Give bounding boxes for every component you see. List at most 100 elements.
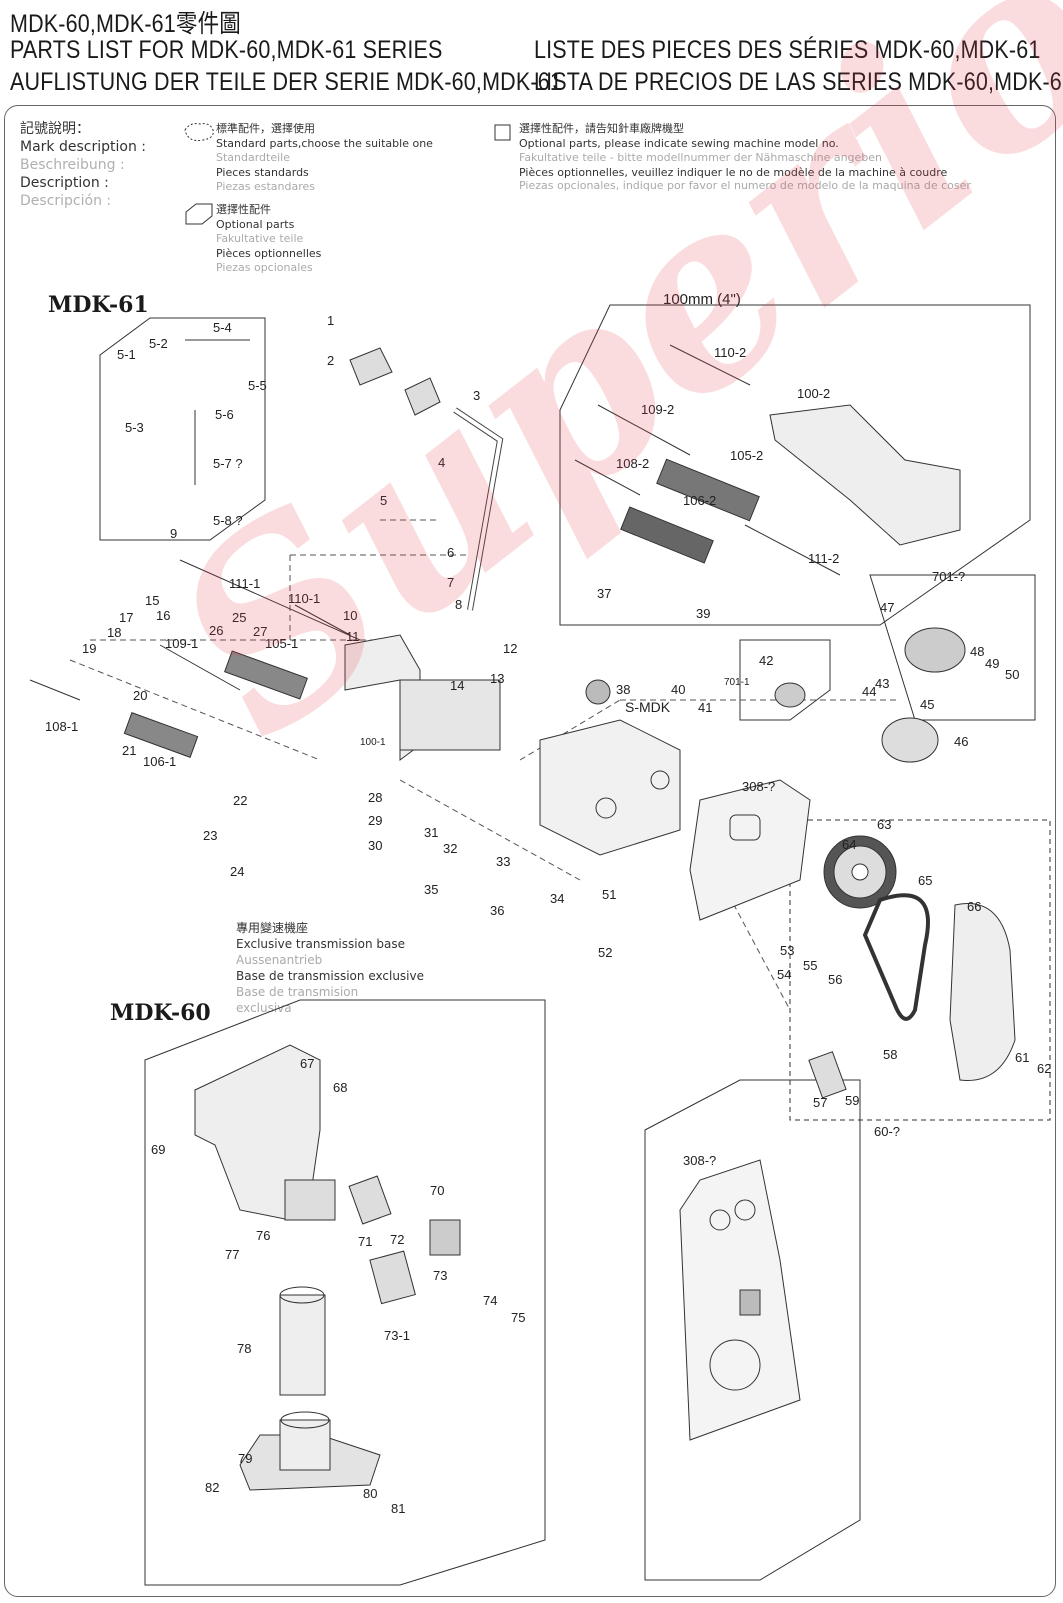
title-line-2-left: PARTS LIST FOR MDK-60,MDK-61 SERIES <box>10 36 443 64</box>
legend-optional-model-de: Fakultative teile - bitte modellnummer d… <box>519 151 883 164</box>
part-label-30: 30 <box>368 838 382 853</box>
legend-optional-es: Piezas opcionales <box>216 261 313 274</box>
part-label-32: 32 <box>443 841 457 856</box>
transmission-base-zh: 專用變速機座 <box>236 921 309 935</box>
part-label-57: 57 <box>813 1095 827 1110</box>
part-label-78: 78 <box>237 1341 251 1356</box>
part-label-20: 20 <box>133 688 147 703</box>
part-label-111-1: 111-1 <box>229 576 260 591</box>
legend-optional-en: Optional parts <box>216 217 295 231</box>
part-label-14: 14 <box>450 678 464 693</box>
part-label-77: 77 <box>225 1247 239 1262</box>
part-label-28: 28 <box>368 790 382 805</box>
mark-description: 記號說明： Mark description : Beschreibung : … <box>20 120 146 210</box>
legend-optional-symbol <box>185 203 213 225</box>
part-label-5-1: 5-1 <box>117 347 136 362</box>
diagram-frame <box>4 105 1056 1597</box>
inset-mdk-60-frame <box>144 999 546 1586</box>
part-label-2: 2 <box>327 353 334 368</box>
part-label-8: 8 <box>455 597 462 612</box>
legend-standard: 標準配件，選擇使用 Standard parts,choose the suit… <box>216 122 433 195</box>
part-label-41: 41 <box>698 700 712 715</box>
part-label-74: 74 <box>483 1293 497 1308</box>
part-label-10: 10 <box>343 608 357 623</box>
part-label-100-2: 100-2 <box>797 386 830 401</box>
part-label-48: 48 <box>970 644 984 659</box>
legend-optional-fr: Pièces optionnelles <box>216 246 322 260</box>
transmission-base-es-1: Base de transmision <box>236 985 359 999</box>
part-label-37: 37 <box>597 586 611 601</box>
part-label-33: 33 <box>496 854 510 869</box>
part-label-52: 52 <box>598 945 612 960</box>
part-label-51: 51 <box>602 887 616 902</box>
part-label-35: 35 <box>424 882 438 897</box>
inset-100-2-frame <box>559 304 1031 626</box>
smdk-label: S-MDK <box>625 699 671 715</box>
mark-desc-en: Mark description : <box>20 139 146 155</box>
part-label-108-2: 108-2 <box>616 456 649 471</box>
part-label-5: 5 <box>380 493 387 508</box>
part-label-73: 73 <box>433 1268 447 1283</box>
part-label-62: 62 <box>1037 1061 1051 1076</box>
part-label-50: 50 <box>1005 667 1019 682</box>
part-label-24: 24 <box>230 864 244 879</box>
part-label-7: 7 <box>447 575 454 590</box>
transmission-base-de: Aussenantrieb <box>236 953 323 967</box>
part-label-68: 68 <box>333 1080 347 1095</box>
part-label-100-1: 100-1 <box>360 737 386 748</box>
part-label-79: 79 <box>238 1451 252 1466</box>
legend-standard-fr: Pieces standards <box>216 165 309 179</box>
title-line-1: MDK-60,MDK-61零件圖 <box>10 10 241 38</box>
legend-standard-en: Standard parts,choose the suitable one <box>216 136 433 150</box>
transmission-base-caption: 專用變速機座 Exclusive transmission base Ausse… <box>236 920 424 1016</box>
part-label-11: 11 <box>346 629 360 644</box>
part-label-55: 55 <box>803 958 817 973</box>
part-label-308-top: 308-? <box>742 779 775 794</box>
part-label-54: 54 <box>777 967 791 982</box>
model-label-mdk-60: MDK-60 <box>110 1000 211 1026</box>
part-label-25: 25 <box>232 610 246 625</box>
legend-optional-model-en: Optional parts, please indicate sewing m… <box>519 136 839 150</box>
legend-standard-symbol <box>184 123 214 141</box>
legend-optional-model-es: Piezas opcionales, indique por favor el … <box>519 179 971 192</box>
part-label-38: 38 <box>616 682 630 697</box>
part-label-6: 6 <box>447 545 454 560</box>
part-label-108-1: 108-1 <box>45 719 78 734</box>
part-label-5-7: 5-7 ? <box>213 456 243 471</box>
part-label-106-2: 106-2 <box>683 493 716 508</box>
part-label-13: 13 <box>490 671 504 686</box>
part-label-106-1: 106-1 <box>143 754 176 769</box>
legend-optional-model-fr: Pièces optionnelles, veuillez indiquer l… <box>519 165 948 179</box>
part-label-65: 65 <box>918 873 932 888</box>
part-label-71: 71 <box>358 1234 372 1249</box>
part-label-109-2: 109-2 <box>641 402 674 417</box>
part-label-5-3: 5-3 <box>125 420 144 435</box>
part-label-75: 75 <box>511 1310 525 1325</box>
part-label-15: 15 <box>145 593 159 608</box>
part-label-73-1: 73-1 <box>384 1328 410 1343</box>
part-label-29: 29 <box>368 813 382 828</box>
part-label-56: 56 <box>828 972 842 987</box>
part-label-5-6: 5-6 <box>215 407 234 422</box>
title-line-2-right: LISTE DES PIECES DES SÉRIES MDK-60,MDK-6… <box>534 36 1041 64</box>
part-label-61: 61 <box>1015 1050 1029 1065</box>
part-label-63: 63 <box>877 817 891 832</box>
part-label-66: 66 <box>967 899 981 914</box>
legend-optional-de: Fakultative teile <box>216 232 304 245</box>
model-label-mdk-61: MDK-61 <box>48 292 149 318</box>
title-line-3-left: AUFLISTUNG DER TEILE DER SERIE MDK-60,MD… <box>10 68 562 96</box>
part-label-110-2: 110-2 <box>714 345 746 360</box>
legend-optional: 選擇性配件 Optional parts Fakultative teile P… <box>216 203 321 276</box>
legend-optional-model-zh: 選擇性配件，請告知針車廠牌機型 <box>519 122 684 135</box>
part-label-76: 76 <box>256 1228 270 1243</box>
part-label-4: 4 <box>438 455 445 470</box>
part-label-60: 60-? <box>874 1124 900 1139</box>
part-label-47: 47 <box>880 600 894 615</box>
legend-optional-model: 選擇性配件，請告知針車廠牌機型 Optional parts, please i… <box>519 122 1039 191</box>
legend-optional-zh: 選擇性配件 <box>216 203 271 216</box>
part-label-36: 36 <box>490 903 504 918</box>
part-label-5-2: 5-2 <box>149 336 168 351</box>
part-label-70: 70 <box>430 1183 444 1198</box>
part-label-39: 39 <box>696 606 710 621</box>
